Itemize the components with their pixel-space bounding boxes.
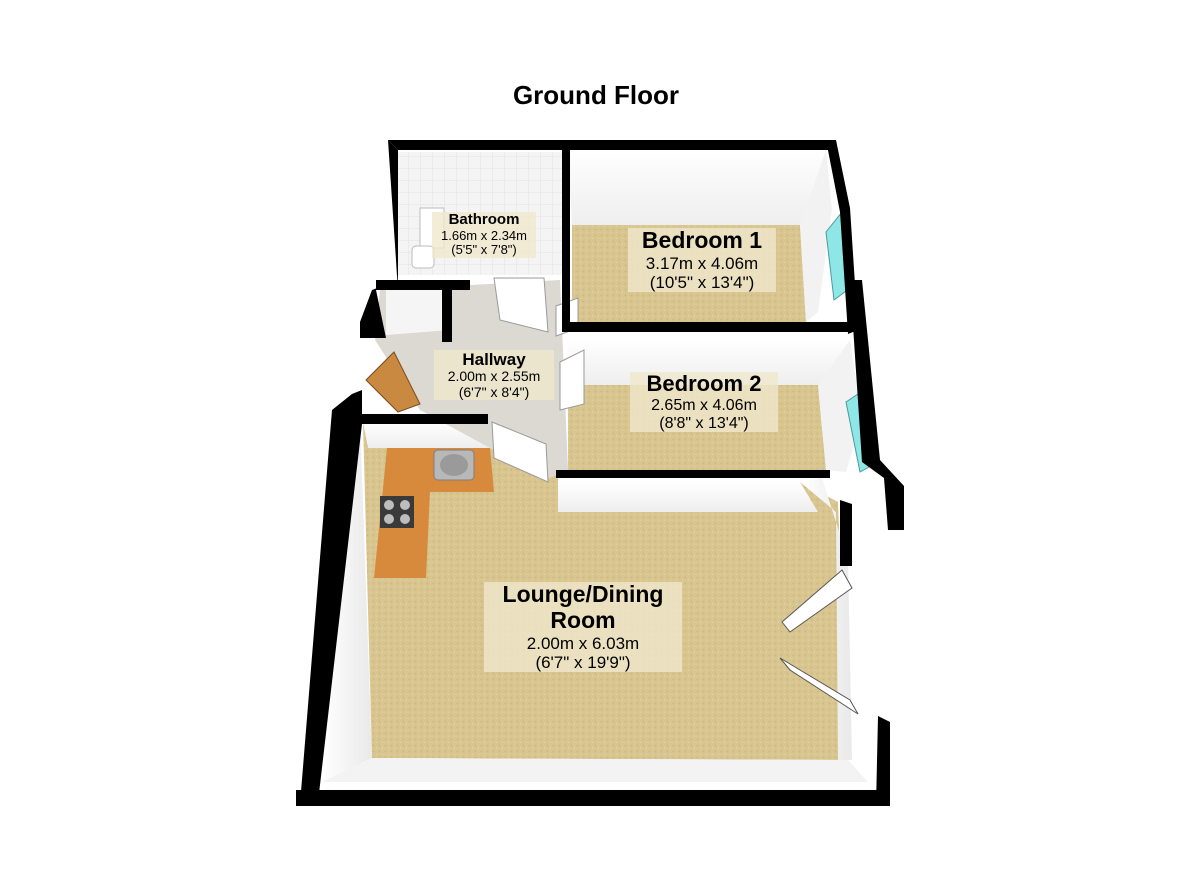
room-metric: 2.65m x 4.06m [651,396,757,414]
room-imperial: (8'8" x 13'4") [659,414,749,432]
label-hallway: Hallway 2.00m x 2.55m (6'7" x 8'4") [434,350,554,401]
window-lounge-1 [781,569,853,633]
kitchen-units [374,448,494,578]
room-metric: 1.66m x 2.34m [441,227,527,243]
room-imperial: (6'7" x 8'4") [458,383,530,400]
room-metric: 3.17m x 4.06m [645,253,759,273]
room-name: Bedroom 2 [646,371,762,396]
room-name-line-2: Room [550,606,616,633]
window-lounge-2 [779,657,859,715]
label-lounge-dining-room: Lounge/Dining Room 2.00m x 6.03m (6'7" x… [484,581,682,672]
label-bedroom-2: Bedroom 2 2.65m x 4.06m (8'8" x 13'4") [630,371,778,433]
room-imperial: (10'5" x 13'4") [649,272,755,292]
label-bedroom-1: Bedroom 1 3.17m x 4.06m (10'5" x 13'4") [628,227,776,292]
room-metric: 2.00m x 6.03m [526,633,640,653]
walls [296,140,904,806]
label-bathroom: Bathroom 1.66m x 2.34m (5'5" x 7'8") [432,211,536,258]
room-name: Bedroom 1 [641,227,763,253]
door-bedroom-2 [559,349,585,411]
room-metric: 2.00m x 2.55m [447,368,541,385]
door-bathroom [493,277,549,333]
room-name: Hallway [462,350,526,369]
door-lounge [491,421,549,483]
front-door [365,351,421,413]
room-name: Lounge/Dining [502,581,664,607]
room-name: Bathroom [448,211,520,228]
room-imperial: (5'5" x 7'8") [451,242,517,258]
room-imperial: (6'7" x 19'9") [535,652,631,672]
plan-title: Ground Floor [512,80,680,110]
